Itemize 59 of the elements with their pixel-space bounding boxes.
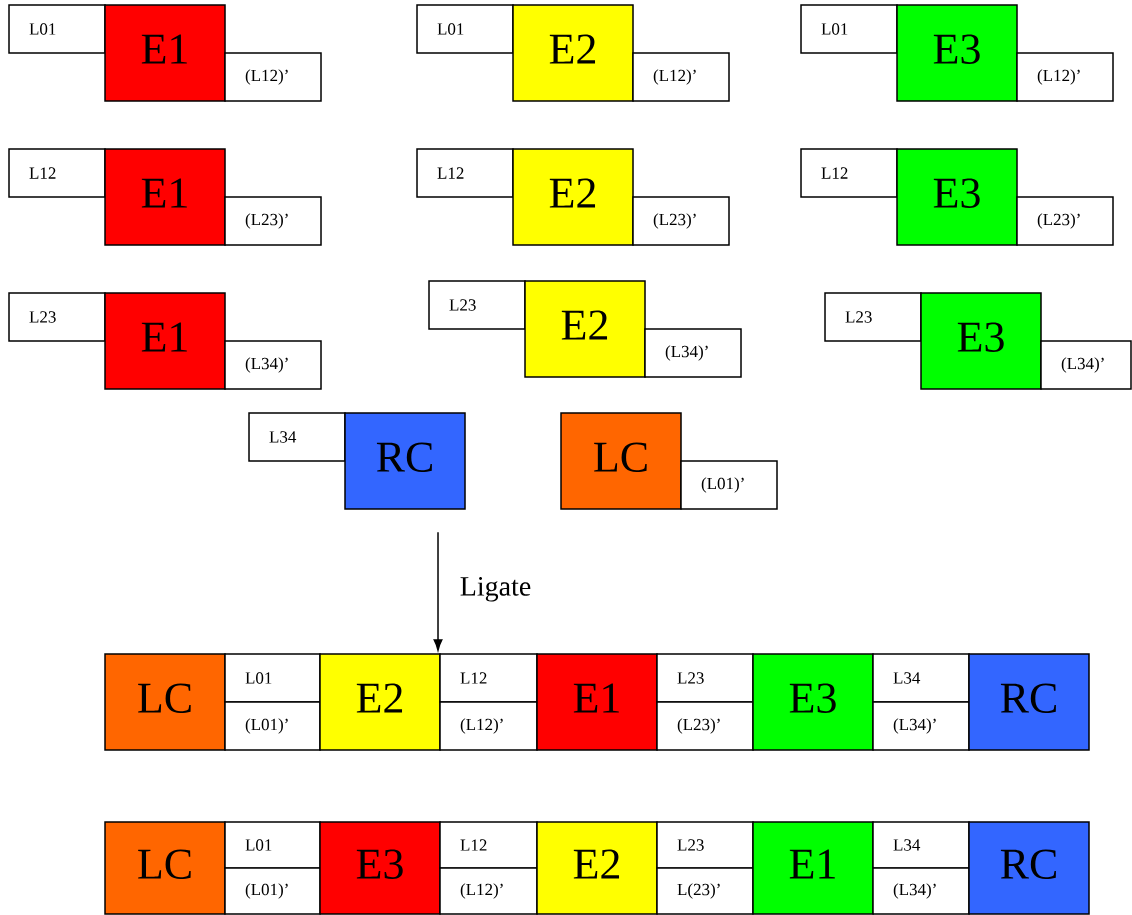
fragment-box: E3 xyxy=(896,148,1018,246)
linker-box: L12 xyxy=(439,653,538,703)
fragment-box: E3 xyxy=(920,292,1042,390)
linker-box: (L34)’ xyxy=(1040,340,1132,390)
linker-box: L01 xyxy=(416,4,514,54)
fragment-box: LC xyxy=(104,821,226,915)
linker-box: (L23)’ xyxy=(224,196,322,246)
fragment-box: E1 xyxy=(104,292,226,390)
linker-box: (L34)’ xyxy=(644,328,742,378)
linker-box: (L34)’ xyxy=(872,701,970,751)
linker-box: L34 xyxy=(248,412,346,462)
fragment-box: E2 xyxy=(319,653,441,751)
fragment-box: RC xyxy=(968,653,1090,751)
fragment-box: RC xyxy=(344,412,466,510)
linker-box: L23 xyxy=(656,821,754,869)
linker-box: (L12)’ xyxy=(1016,52,1114,102)
linker-box: (L34)’ xyxy=(872,867,970,915)
linker-box: (L01)’ xyxy=(680,460,778,510)
fragment-box: E1 xyxy=(536,653,658,751)
fragment-box: E2 xyxy=(536,821,658,915)
linker-box: (L23)’ xyxy=(1016,196,1114,246)
linker-box: (L12)’ xyxy=(632,52,730,102)
linker-box: L(23)’ xyxy=(656,867,754,915)
linker-box: L01 xyxy=(224,821,321,869)
fragment-box: E1 xyxy=(104,4,226,102)
linker-box: (L01)’ xyxy=(224,701,321,751)
fragment-box: RC xyxy=(968,821,1090,915)
linker-box: L12 xyxy=(439,821,538,869)
linker-box: L01 xyxy=(224,653,321,703)
fragment-box: E1 xyxy=(752,821,874,915)
edge-label: Ligate xyxy=(460,576,531,602)
linker-box: L12 xyxy=(800,148,898,198)
linker-box: (L01)’ xyxy=(224,867,321,915)
linker-box: (L23)’ xyxy=(656,701,754,751)
linker-box: L23 xyxy=(824,292,922,342)
linker-box: L01 xyxy=(8,4,106,54)
linker-box: L23 xyxy=(8,292,106,342)
linker-box: (L12)’ xyxy=(439,867,538,915)
fragment-box: E2 xyxy=(524,280,646,378)
linker-box: L01 xyxy=(800,4,898,54)
fragment-box: LC xyxy=(560,412,682,510)
fragment-box: LC xyxy=(104,653,226,751)
fragment-box: E3 xyxy=(896,4,1018,102)
linker-box: (L23)’ xyxy=(632,196,730,246)
linker-box: L12 xyxy=(416,148,514,198)
fragment-box: E3 xyxy=(319,821,441,915)
fragment-box: E1 xyxy=(104,148,226,246)
fragment-box: E2 xyxy=(512,148,634,246)
linker-box: L12 xyxy=(8,148,106,198)
fragment-box: E3 xyxy=(752,653,874,751)
linker-box: (L12)’ xyxy=(224,52,322,102)
linker-box: L23 xyxy=(428,280,526,330)
linker-box: L34 xyxy=(872,821,970,869)
arrow xyxy=(433,531,443,651)
linker-box: L23 xyxy=(656,653,754,703)
linker-box: L34 xyxy=(872,653,970,703)
linker-box: (L12)’ xyxy=(439,701,538,751)
linker-box: (L34)’ xyxy=(224,340,322,390)
fragment-box: E2 xyxy=(512,4,634,102)
